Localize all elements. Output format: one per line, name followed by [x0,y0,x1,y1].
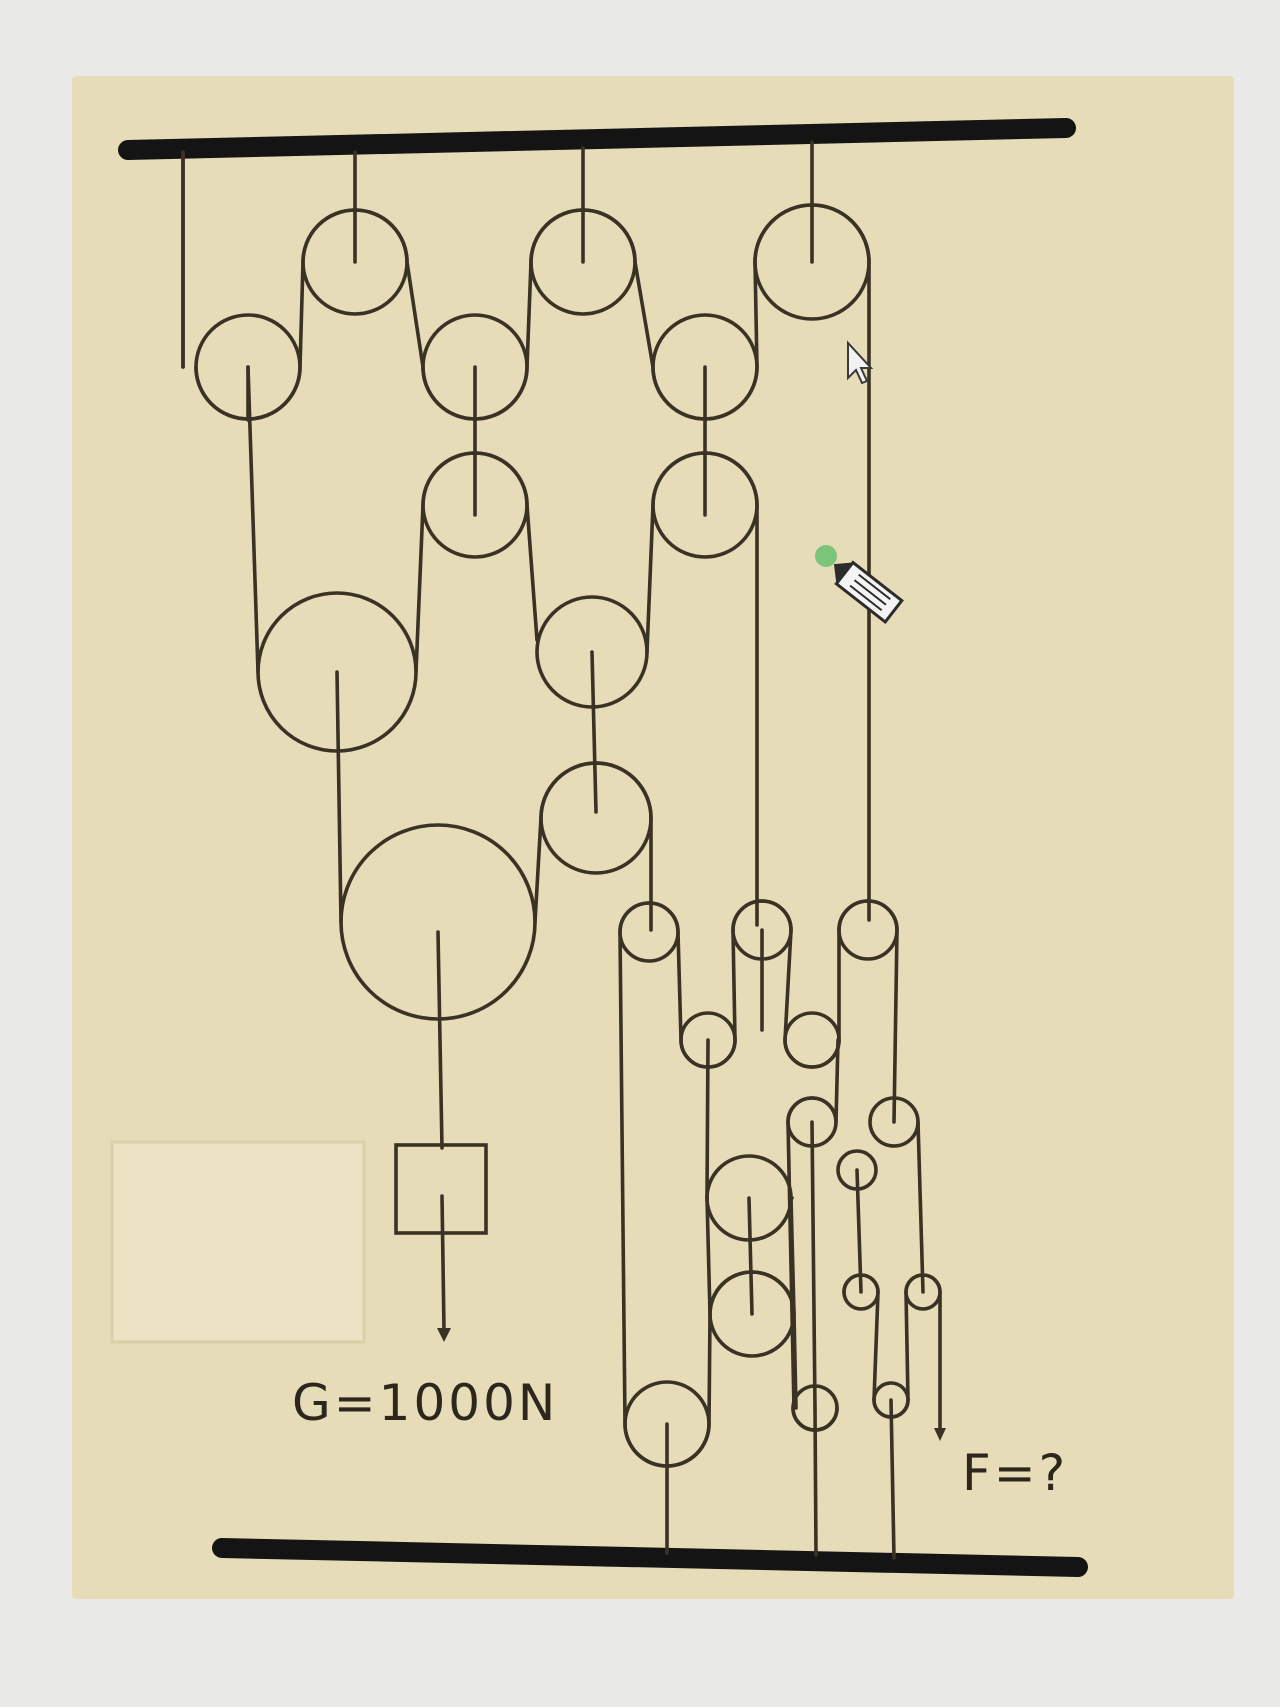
right-pulley-system [618,899,946,1560]
left-pulley-system [181,140,871,1342]
floor-bar [212,1538,1088,1577]
pencil-cursor-icon [815,545,904,625]
force-arrowhead [934,1428,946,1441]
weight-arrowhead [437,1328,451,1342]
arrow-cursor-icon [847,340,874,385]
force-label: F=? [962,1444,1068,1502]
paper-sheet [72,76,1234,1599]
ceiling-bar [118,118,1076,160]
paper-fold [110,1140,366,1344]
weight-label: G=1000N [292,1374,558,1432]
